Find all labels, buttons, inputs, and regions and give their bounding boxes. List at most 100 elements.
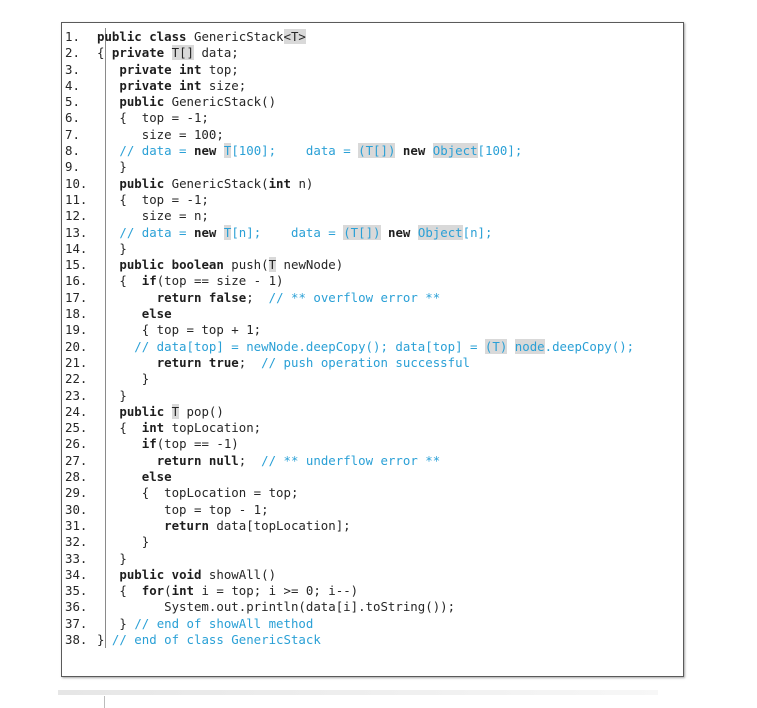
code-token: } xyxy=(97,615,135,631)
code-token: Object xyxy=(417,224,463,240)
code-token: GenericStack( xyxy=(164,175,269,191)
code-token: top; xyxy=(201,61,239,77)
code-token xyxy=(97,404,119,419)
code-token: return null xyxy=(156,452,239,468)
line-number: 4. xyxy=(65,77,80,93)
code-token: else xyxy=(141,306,172,322)
code-text: } xyxy=(97,387,127,404)
code-text: // data = new T[n]; data = (T[]) new Obj… xyxy=(97,224,492,241)
line-number: 20. xyxy=(65,338,88,354)
line-number: 36. xyxy=(65,599,88,615)
code-text: { top = top + 1; xyxy=(97,322,261,338)
code-token: } xyxy=(97,240,127,256)
code-token: size = n; xyxy=(97,208,209,224)
code-token: } xyxy=(97,159,127,175)
code-text: return data[topLocation]; xyxy=(97,518,351,534)
code-token: public xyxy=(119,175,165,191)
code-token: // data = xyxy=(97,224,194,240)
code-token: T xyxy=(268,257,277,273)
line-number: 12. xyxy=(65,208,88,224)
code-text: else xyxy=(97,469,172,485)
code-token xyxy=(97,94,119,109)
code-token: for xyxy=(141,583,165,599)
code-token: private xyxy=(111,45,165,61)
code-text: } xyxy=(97,240,127,257)
code-token: { xyxy=(97,420,142,436)
code-token xyxy=(216,225,223,240)
code-token: int xyxy=(268,175,291,191)
code-text: // data = new T[100]; data = (T[]) new O… xyxy=(97,143,522,159)
line-number: 24. xyxy=(65,403,88,419)
figure-caption-cut-off xyxy=(58,690,688,708)
code-text: { int topLocation; xyxy=(97,420,261,436)
code-text: private int top; xyxy=(97,61,239,78)
code-token xyxy=(97,257,119,272)
code-token: new xyxy=(388,224,411,240)
line-number: 28. xyxy=(65,469,88,485)
code-token: i = top; i >= 0; i--) xyxy=(194,583,359,599)
code-token xyxy=(381,225,388,240)
code-token: return false xyxy=(156,289,247,305)
line-number: 9. xyxy=(65,159,80,175)
line-number: 3. xyxy=(65,61,80,77)
code-token: { xyxy=(97,45,112,61)
code-token xyxy=(97,306,142,321)
code-token: T[] xyxy=(171,45,194,61)
line-number: 7. xyxy=(65,126,80,142)
line-number: 1. xyxy=(65,29,80,44)
code-text: // data[top] = newNode.deepCopy(); data[… xyxy=(97,338,634,355)
code-token xyxy=(97,469,142,484)
code-token xyxy=(97,290,157,305)
code-token: pop() xyxy=(179,403,224,419)
code-text: { if(top == size - 1) xyxy=(97,273,283,289)
code-token: (top == -1) xyxy=(156,436,239,452)
code-text: return null; // ** underflow error ** xyxy=(97,452,441,469)
code-text: public class GenericStack<T> xyxy=(97,29,306,45)
code-token: size; xyxy=(201,77,247,93)
line-number: 16. xyxy=(65,273,88,289)
code-token: top = top - 1; xyxy=(97,501,269,517)
code-text: private int size; xyxy=(97,78,246,94)
code-token xyxy=(164,404,171,419)
code-token xyxy=(97,567,119,582)
code-text: public T pop() xyxy=(97,403,224,420)
code-token: <T> xyxy=(283,29,306,44)
line-number: 21. xyxy=(65,354,88,370)
code-token: return xyxy=(164,517,209,533)
caption-fade xyxy=(58,690,658,695)
code-token: private int xyxy=(119,61,202,77)
code-token xyxy=(425,143,432,158)
line-number: 33. xyxy=(65,550,88,566)
code-token: ; xyxy=(246,289,269,305)
code-text: public void showAll() xyxy=(97,567,276,583)
code-token: { top = -1; xyxy=(97,110,209,126)
code-text: { for(int i = top; i >= 0; i--) xyxy=(97,583,358,599)
code-text: return false; // ** overflow error ** xyxy=(97,289,441,306)
code-token xyxy=(97,78,119,93)
line-number: 13. xyxy=(65,224,88,240)
code-text: { topLocation = top; xyxy=(97,485,299,501)
code-token: showAll() xyxy=(201,566,277,582)
code-token xyxy=(395,143,402,158)
code-token: if xyxy=(141,436,157,452)
code-token: } xyxy=(97,387,127,403)
code-text: System.out.println(data[i].toString()); xyxy=(97,599,455,615)
line-number: 10. xyxy=(65,175,88,191)
code-token: else xyxy=(141,469,172,485)
line-number: 26. xyxy=(65,436,88,452)
code-token: T xyxy=(171,403,180,419)
code-token: if xyxy=(141,273,157,289)
code-text: public GenericStack(int n) xyxy=(97,176,313,192)
code-token: [n]; data = xyxy=(231,224,344,240)
code-token: return true xyxy=(156,354,239,370)
code-token: { top = top + 1; xyxy=(97,322,262,338)
code-text: { private T[] data; xyxy=(97,45,239,61)
line-number: 17. xyxy=(65,289,88,305)
code-token: System.out.println(data[i].toString()); xyxy=(97,599,456,615)
code-text: else xyxy=(97,306,172,322)
code-token xyxy=(216,143,223,158)
code-text: } xyxy=(97,159,127,175)
code-token: T xyxy=(223,224,232,240)
code-token: GenericStack xyxy=(186,29,284,44)
line-number: 18. xyxy=(65,306,88,322)
